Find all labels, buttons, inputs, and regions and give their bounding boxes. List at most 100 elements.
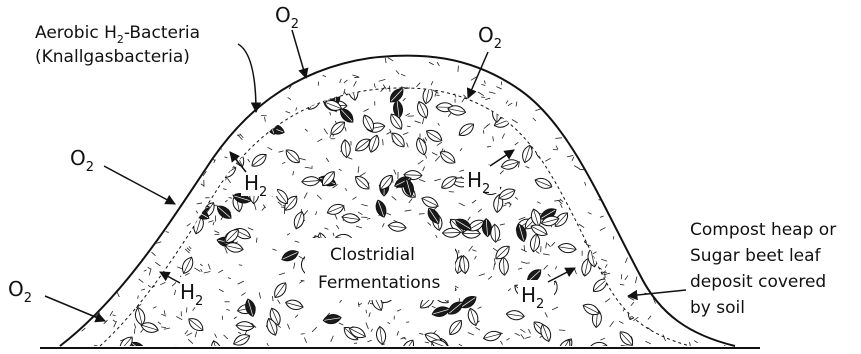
soil-speck <box>600 216 604 217</box>
soil-speck <box>572 93 576 97</box>
soil-speck <box>195 331 197 337</box>
soil-speck <box>330 135 331 138</box>
leaf <box>249 151 269 169</box>
leaf <box>136 276 156 291</box>
soil-speck <box>348 158 352 160</box>
soil-speck <box>638 64 645 65</box>
soil-speck <box>137 152 141 153</box>
soil-speck <box>100 95 103 97</box>
soil-speck <box>295 241 300 242</box>
soil-speck <box>108 120 112 122</box>
soil-speck <box>317 195 321 200</box>
soil-speck <box>157 162 158 166</box>
leaf <box>446 318 464 338</box>
leaf <box>535 133 554 144</box>
soil-speck <box>141 111 143 114</box>
soil-speck <box>659 234 664 237</box>
soil-speck <box>164 328 170 329</box>
soil-speck <box>112 315 115 316</box>
soil-speck <box>579 63 581 68</box>
leaf <box>535 132 549 152</box>
soil-speck <box>459 203 465 206</box>
soil-speck <box>379 79 386 81</box>
soil-speck <box>425 155 426 158</box>
soil-speck <box>460 148 462 151</box>
leaf <box>533 144 551 164</box>
soil-speck <box>288 97 291 99</box>
soil-speck <box>502 134 504 139</box>
soil-speck <box>63 183 64 188</box>
soil-speck <box>82 272 86 275</box>
soil-speck <box>63 204 65 207</box>
soil-speck <box>73 101 77 106</box>
soil-speck <box>621 345 628 346</box>
soil-speck <box>64 232 65 236</box>
soil-speck <box>123 118 126 120</box>
soil-speck <box>172 282 176 286</box>
soil-speck <box>72 76 78 78</box>
soil-speck <box>155 262 160 266</box>
soil-speck <box>437 142 442 145</box>
leaf <box>186 315 206 333</box>
soil-speck <box>548 274 551 277</box>
dark-leaf <box>499 96 516 116</box>
soil-speck <box>684 64 686 67</box>
soil-speck <box>76 266 78 272</box>
soil-speck <box>415 121 421 123</box>
leaf <box>131 192 149 201</box>
soil-speck <box>508 289 511 291</box>
soil-speck <box>661 69 663 72</box>
soil-speck <box>112 142 116 145</box>
soil-speck <box>671 113 677 114</box>
soil-speck <box>339 169 342 171</box>
soil-speck <box>138 105 145 106</box>
soil-speck <box>66 155 68 158</box>
soil-speck <box>436 235 438 238</box>
soil-speck <box>515 333 520 336</box>
soil-speck <box>238 332 241 334</box>
soil-speck <box>229 197 232 198</box>
soil-speck <box>145 108 150 112</box>
soil-speck <box>215 334 217 338</box>
soil-speck <box>248 228 253 230</box>
soil-speck <box>82 214 83 217</box>
leaf <box>653 169 671 189</box>
soil-speck <box>739 120 740 125</box>
compost-label-line1: Compost heap or <box>690 220 836 240</box>
soil-speck <box>546 242 547 248</box>
soil-speck <box>233 84 239 85</box>
soil-speck <box>643 140 649 142</box>
leaf <box>328 119 347 138</box>
soil-speck <box>152 121 153 124</box>
soil-speck <box>601 259 607 261</box>
soil-speck <box>358 212 362 215</box>
soil-speck <box>187 248 190 251</box>
leaf <box>564 186 584 203</box>
leaf <box>158 224 173 244</box>
soil-speck <box>204 271 211 272</box>
soil-speck <box>608 163 614 166</box>
soil-speck <box>160 282 165 284</box>
soil-speck <box>134 323 136 328</box>
soil-speck <box>682 305 686 307</box>
soil-speck <box>331 336 334 342</box>
soil-speck <box>224 335 228 339</box>
oxygen-top-center: O2 <box>275 3 306 78</box>
leaf <box>131 117 148 137</box>
soil-speck <box>293 171 294 175</box>
soil-speck <box>345 127 346 131</box>
soil-speck <box>225 200 227 202</box>
soil-speck <box>89 177 92 182</box>
soil-speck <box>189 246 191 248</box>
soil-speck <box>435 156 440 161</box>
soil-speck <box>77 221 80 226</box>
soil-speck <box>88 117 90 121</box>
soil-speck <box>671 101 672 105</box>
leaf <box>665 98 684 109</box>
soil-speck <box>438 123 440 126</box>
soil-speck <box>510 66 513 70</box>
soil-speck <box>718 319 721 321</box>
dark-leaf <box>260 110 280 123</box>
soil-speck <box>633 224 639 227</box>
soil-speck <box>625 275 628 279</box>
